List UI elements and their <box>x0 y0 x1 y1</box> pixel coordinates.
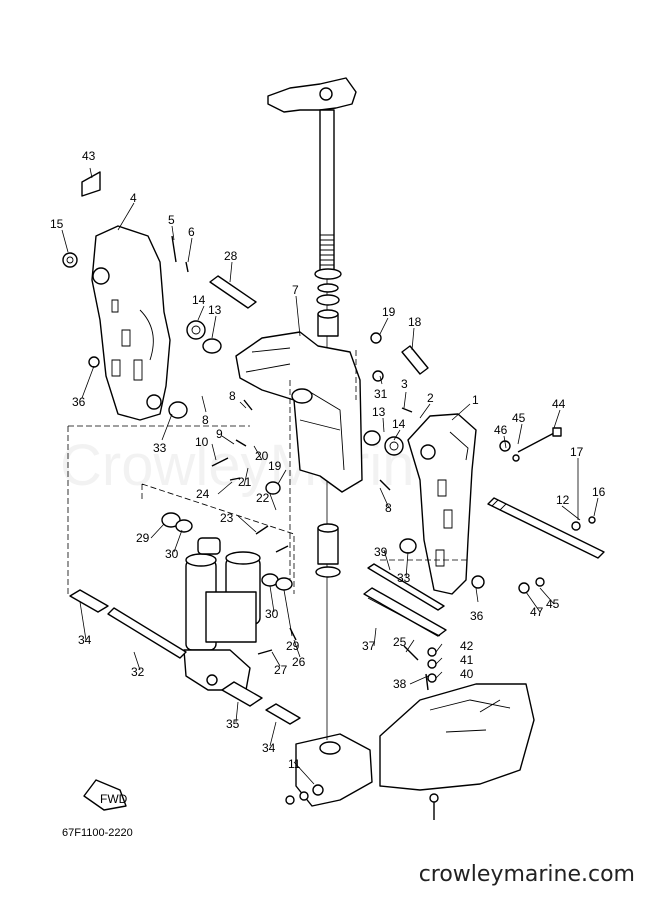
callout-24[interactable]: 24 <box>196 487 210 501</box>
callout-42[interactable]: 42 <box>460 639 474 653</box>
callout-19-b[interactable]: 19 <box>268 459 282 473</box>
bolt-44[interactable] <box>517 427 562 453</box>
callout-34-a[interactable]: 34 <box>78 633 92 647</box>
upper-bushings[interactable] <box>314 268 342 337</box>
bushing-34-right[interactable] <box>265 703 301 725</box>
callout-9[interactable]: 9 <box>216 427 223 441</box>
callout-33-b[interactable]: 33 <box>397 571 411 585</box>
callout-44[interactable]: 44 <box>552 397 566 411</box>
callout-29-a[interactable]: 29 <box>136 531 150 545</box>
callout-14-b[interactable]: 14 <box>392 417 406 431</box>
callout-8-c[interactable]: 8 <box>385 501 392 515</box>
callout-28[interactable]: 28 <box>224 249 238 263</box>
callout-37[interactable]: 37 <box>362 639 376 653</box>
callout-25[interactable]: 25 <box>393 635 407 649</box>
anode-strips[interactable] <box>363 563 447 637</box>
callout-36-a[interactable]: 36 <box>72 395 86 409</box>
callout-35[interactable]: 35 <box>226 717 240 731</box>
callout-21[interactable]: 21 <box>238 475 252 489</box>
callout-23[interactable]: 23 <box>220 511 234 525</box>
callout-labels: 1 2 3 4 5 6 7 8 8 8 9 10 11 12 13 13 14 … <box>50 149 606 771</box>
swivel-bracket[interactable] <box>235 331 363 493</box>
callout-26[interactable]: 26 <box>292 655 306 669</box>
callout-30-b[interactable]: 30 <box>265 607 279 621</box>
callout-30-a[interactable]: 30 <box>165 547 179 561</box>
lower-unit-outline <box>295 683 535 807</box>
callout-43[interactable]: 43 <box>82 149 96 163</box>
steering-shaft[interactable] <box>267 77 357 740</box>
callout-32[interactable]: 32 <box>131 665 145 679</box>
watermark-text: CrowleyMarine <box>60 433 447 498</box>
callout-20[interactable]: 20 <box>255 449 269 463</box>
callout-38[interactable]: 38 <box>393 677 407 691</box>
callout-29-b[interactable]: 29 <box>286 639 300 653</box>
callout-13-a[interactable]: 13 <box>208 303 222 317</box>
callout-18[interactable]: 18 <box>408 315 422 329</box>
callout-12[interactable]: 12 <box>556 493 570 507</box>
bushing-35[interactable] <box>221 681 263 707</box>
clamp-bracket-right[interactable] <box>407 413 477 595</box>
callout-22[interactable]: 22 <box>256 491 270 505</box>
leader-lines <box>61 167 599 785</box>
callout-34-b[interactable]: 34 <box>262 741 276 755</box>
callout-13-b[interactable]: 13 <box>372 405 386 419</box>
callout-11[interactable]: 11 <box>288 757 301 771</box>
fwd-label: FWD <box>100 792 128 806</box>
callout-31[interactable]: 31 <box>374 387 388 401</box>
forward-arrow: FWD <box>83 779 128 811</box>
callout-8-a[interactable]: 8 <box>202 413 209 427</box>
callout-7[interactable]: 7 <box>292 283 299 297</box>
callout-47[interactable]: 47 <box>530 605 544 619</box>
callout-33-a[interactable]: 33 <box>153 441 167 455</box>
shaft-32[interactable] <box>107 607 187 659</box>
callout-39[interactable]: 39 <box>374 545 388 559</box>
callout-17[interactable]: 17 <box>570 445 584 459</box>
callout-40[interactable]: 40 <box>460 667 474 681</box>
callout-15[interactable]: 15 <box>50 217 64 231</box>
callout-19-a[interactable]: 19 <box>382 305 396 319</box>
callout-27[interactable]: 27 <box>274 663 288 677</box>
callout-6[interactable]: 6 <box>188 225 195 239</box>
pin-28[interactable] <box>209 275 257 309</box>
bushing-34-left[interactable] <box>69 589 109 613</box>
callout-8-b[interactable]: 8 <box>229 389 236 403</box>
alignment-frames <box>67 350 470 596</box>
callout-45-b[interactable]: 45 <box>546 597 560 611</box>
callout-10[interactable]: 10 <box>195 435 209 449</box>
callout-14-a[interactable]: 14 <box>192 293 206 307</box>
callout-45-a[interactable]: 45 <box>512 411 526 425</box>
callout-3[interactable]: 3 <box>401 377 408 391</box>
through-tube-12[interactable] <box>487 497 605 559</box>
callout-36-b[interactable]: 36 <box>470 609 484 623</box>
callout-46[interactable]: 46 <box>494 423 508 437</box>
label-decal-43[interactable] <box>81 171 101 197</box>
website-footer: crowleymarine.com <box>418 862 635 887</box>
clamp-bracket-left[interactable] <box>91 225 171 421</box>
callout-1[interactable]: 1 <box>472 393 479 407</box>
power-trim-tilt-unit[interactable] <box>183 537 261 691</box>
callout-41[interactable]: 41 <box>460 653 474 667</box>
callout-16[interactable]: 16 <box>592 485 606 499</box>
callout-4[interactable]: 4 <box>130 191 137 205</box>
callout-5[interactable]: 5 <box>168 213 175 227</box>
lower-bushings[interactable] <box>315 523 341 578</box>
diagram-code: 67F1100-2220 <box>62 827 133 839</box>
callout-2[interactable]: 2 <box>427 391 434 405</box>
